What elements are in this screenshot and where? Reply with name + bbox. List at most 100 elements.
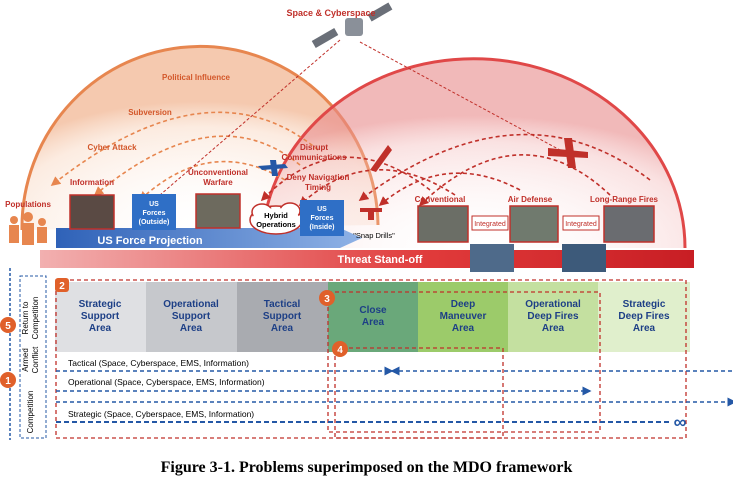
return-to-label: Return to xyxy=(21,301,30,334)
unconventional-warfare-line1: Unconventional xyxy=(188,168,248,177)
threat-arrow-4 xyxy=(358,133,651,201)
area-close-l2: Area xyxy=(362,317,385,328)
satellite-icon xyxy=(311,2,393,48)
deny-navigation-line1: Deny Navigation xyxy=(287,173,350,182)
area-tactical-support-l1: Tactical xyxy=(264,299,301,310)
area-operational-deep-fires xyxy=(508,282,598,352)
us-force-projection-label: US Force Projection xyxy=(97,235,202,247)
area-tactical-support-l3: Area xyxy=(271,323,294,334)
satellite-to-right-line xyxy=(359,41,561,151)
area-close xyxy=(328,282,418,352)
area-strategic-deep-fires-l1: Strategic xyxy=(623,299,666,310)
tactical-timeline-label: Tactical (Space, Cyberspace, EMS, Inform… xyxy=(68,358,249,368)
integrated-label-1: Integrated xyxy=(474,221,506,228)
area-operational-support-l1: Operational xyxy=(163,299,219,310)
deny-navigation-line2: Timing xyxy=(305,183,331,192)
long-range-fires-photo xyxy=(603,205,655,243)
marker-5: 5 xyxy=(0,317,16,333)
integrated-box-1 xyxy=(471,215,509,231)
areas-row xyxy=(55,282,690,352)
area-strategic-deep-fires-l3: Area xyxy=(633,323,656,334)
enemy-bomber-icon xyxy=(548,138,588,168)
us-forces-inside-line1: US xyxy=(317,206,327,213)
space-cyberspace-label: Space & Cyberspace xyxy=(286,8,375,18)
area-close-l1: Close xyxy=(359,305,387,316)
conventional-photo xyxy=(417,205,469,243)
us-forces-outside-box xyxy=(132,194,176,230)
area-deep-maneuver-l1: Deep xyxy=(451,299,475,310)
hybrid-operations-line2: Operations xyxy=(256,220,296,229)
area-strategic-support-l2: Support xyxy=(81,311,120,322)
arc-label-political-influence: Political Influence xyxy=(162,73,231,82)
area-deep-maneuver-l3: Area xyxy=(452,323,475,334)
area-deep-maneuver xyxy=(418,282,508,352)
threat-arrow-1 xyxy=(260,156,431,202)
disrupt-communications-line2: Communications xyxy=(282,153,347,162)
disrupt-communications-line1: Disrupt xyxy=(300,143,328,152)
snap-drills-label: "Snap Drills" xyxy=(353,231,395,240)
integrated-box-2 xyxy=(562,215,600,231)
marker-4: 4 xyxy=(332,341,348,357)
competition-bottom-label: Competition xyxy=(26,391,35,434)
svg-text:2: 2 xyxy=(59,281,65,292)
svg-text:4: 4 xyxy=(337,345,343,356)
integrated-label-2: Integrated xyxy=(565,221,597,228)
ship-photo xyxy=(470,244,514,272)
red-threat-arc-outline xyxy=(260,57,687,249)
svg-text:1: 1 xyxy=(5,376,11,387)
strategic-timeline-label: Strategic (Space, Cyberspace, EMS, Infor… xyxy=(68,409,254,419)
marker-2: 2 xyxy=(55,278,69,292)
drone-icon xyxy=(360,208,382,220)
threat-standoff-band xyxy=(40,250,694,268)
arc-label-cyber-attack: Cyber Attack xyxy=(87,143,137,152)
political-influence-arrow xyxy=(50,111,319,186)
infinity-symbol: ∞ xyxy=(674,412,687,432)
threat-arrow-5 xyxy=(418,154,611,207)
us-forces-outside-line3: (Outside) xyxy=(139,219,170,226)
area-operational-support-l2: Support xyxy=(172,311,211,322)
svg-text:3: 3 xyxy=(324,294,330,305)
air-defense-photo xyxy=(509,205,559,243)
area-operational-deep-fires-l1: Operational xyxy=(525,299,581,310)
competition-top-label: Competition xyxy=(31,297,40,340)
area-tactical-support-l2: Support xyxy=(263,311,302,322)
area-deep-maneuver-l2: Maneuver xyxy=(440,311,487,322)
area-operational-deep-fires-l3: Area xyxy=(542,323,565,334)
area-operational-support-l3: Area xyxy=(180,323,203,334)
conflict-label: Conflict xyxy=(31,346,40,373)
problem-box-2 xyxy=(55,279,687,439)
marker-1: 1 xyxy=(0,372,16,388)
area-tactical-support xyxy=(237,282,328,352)
subversion-arrow xyxy=(93,135,301,197)
area-strategic-deep-fires-l2: Deep Fires xyxy=(618,311,670,322)
us-forces-inside-box xyxy=(300,200,344,236)
operational-timeline-label: Operational (Space, Cyberspace, EMS, Inf… xyxy=(68,377,265,387)
friendly-aircraft-icon xyxy=(258,160,288,176)
area-strategic-support-l1: Strategic xyxy=(79,299,122,310)
unconventional-warfare-photo xyxy=(195,193,241,229)
conventional-label: Conventional xyxy=(415,195,466,204)
information-photo xyxy=(69,194,115,230)
marker-3: 3 xyxy=(319,290,335,306)
populations-label: Populations xyxy=(5,200,51,209)
area-strategic-deep-fires xyxy=(598,282,690,352)
svg-text:5: 5 xyxy=(5,321,11,332)
long-range-fires-label: Long-Range Fires xyxy=(590,195,659,204)
figure-caption: Figure 3-1. Problems superimposed on the… xyxy=(160,459,573,476)
arc-label-subversion: Subversion xyxy=(128,108,172,117)
populations-icon xyxy=(9,212,47,245)
us-forces-inside-line3: (Inside) xyxy=(310,224,335,231)
area-strategic-support-l3: Area xyxy=(89,323,112,334)
air-defense-label: Air Defense xyxy=(508,195,553,204)
unconventional-warfare-line2: Warfare xyxy=(203,178,233,187)
submarine-photo xyxy=(562,244,606,272)
threat-standoff-label: Threat Stand-off xyxy=(338,254,423,266)
satellite-to-left-line xyxy=(159,39,341,196)
enemy-fighter-icon xyxy=(370,145,392,172)
us-forces-outside-line2: Forces xyxy=(143,210,166,217)
information-label: Information xyxy=(70,178,114,187)
problem-box-4 xyxy=(334,347,504,439)
area-operational-support xyxy=(146,282,237,352)
cyber-attack-arrow xyxy=(138,160,286,202)
